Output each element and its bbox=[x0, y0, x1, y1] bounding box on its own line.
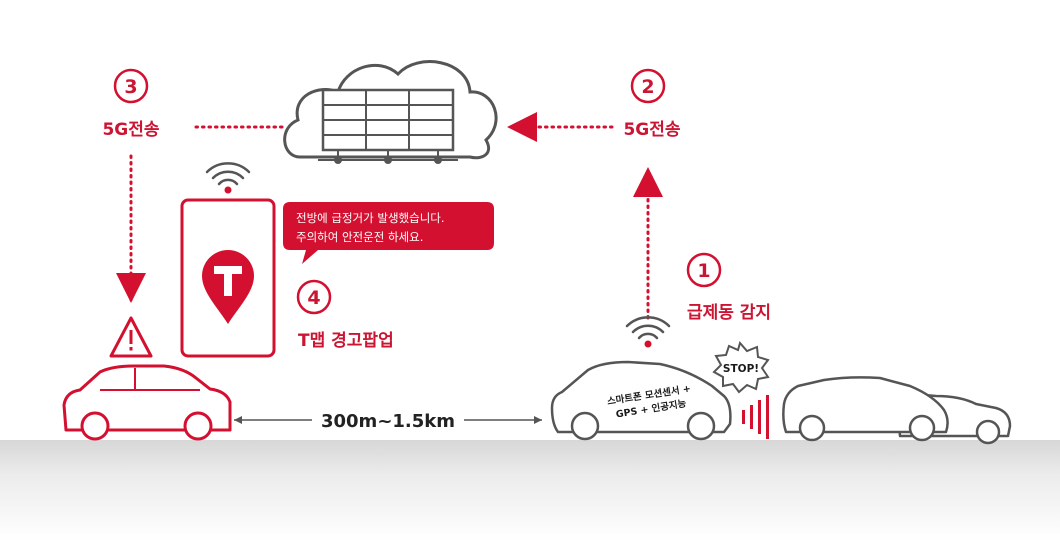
step-4: 4 T맵 경고팝업 bbox=[296, 279, 394, 351]
step-3-label: 5G전송 bbox=[102, 120, 159, 140]
step-1-label: 급제동 감지 bbox=[687, 303, 771, 323]
tmap-logo-icon bbox=[202, 250, 254, 324]
warning-popup: 전방에 급정거가 발생했습니다. 주의하여 안전운전 하세요. bbox=[283, 202, 494, 264]
warning-icon bbox=[109, 316, 153, 358]
step-1: 1 급제동 감지 bbox=[686, 252, 771, 323]
wifi-icon bbox=[205, 162, 251, 194]
brake-signal-icon bbox=[742, 395, 769, 439]
sensor-car-icon: 스마트폰 모션센서 + GPS + 인공지능 bbox=[550, 360, 732, 441]
step-3: 3 5G전송 bbox=[102, 68, 160, 140]
popup-line-2: 주의하여 안전운전 하세요. bbox=[296, 230, 423, 244]
step-2-number: 2 bbox=[641, 76, 654, 98]
popup-line-1: 전방에 급정거가 발생했습니다. bbox=[296, 211, 445, 225]
step-3-number: 3 bbox=[124, 76, 137, 98]
step-2: 2 5G전송 bbox=[623, 68, 681, 140]
sensor-wifi-icon bbox=[625, 316, 671, 348]
server-icon bbox=[318, 88, 458, 164]
step-1-number: 1 bbox=[697, 260, 710, 282]
front-car-icon bbox=[782, 376, 949, 442]
distance-label: 300m~1.5km bbox=[321, 411, 455, 432]
distance-indicator: 300m~1.5km bbox=[234, 411, 542, 432]
road bbox=[0, 440, 1060, 541]
step-2-label: 5G전송 bbox=[623, 120, 680, 140]
left-car-icon bbox=[62, 364, 232, 441]
stop-burst-icon: STOP! bbox=[712, 340, 770, 394]
step-4-label: T맵 경고팝업 bbox=[298, 331, 394, 351]
step-4-number: 4 bbox=[307, 287, 320, 309]
stop-label: STOP! bbox=[723, 363, 759, 375]
